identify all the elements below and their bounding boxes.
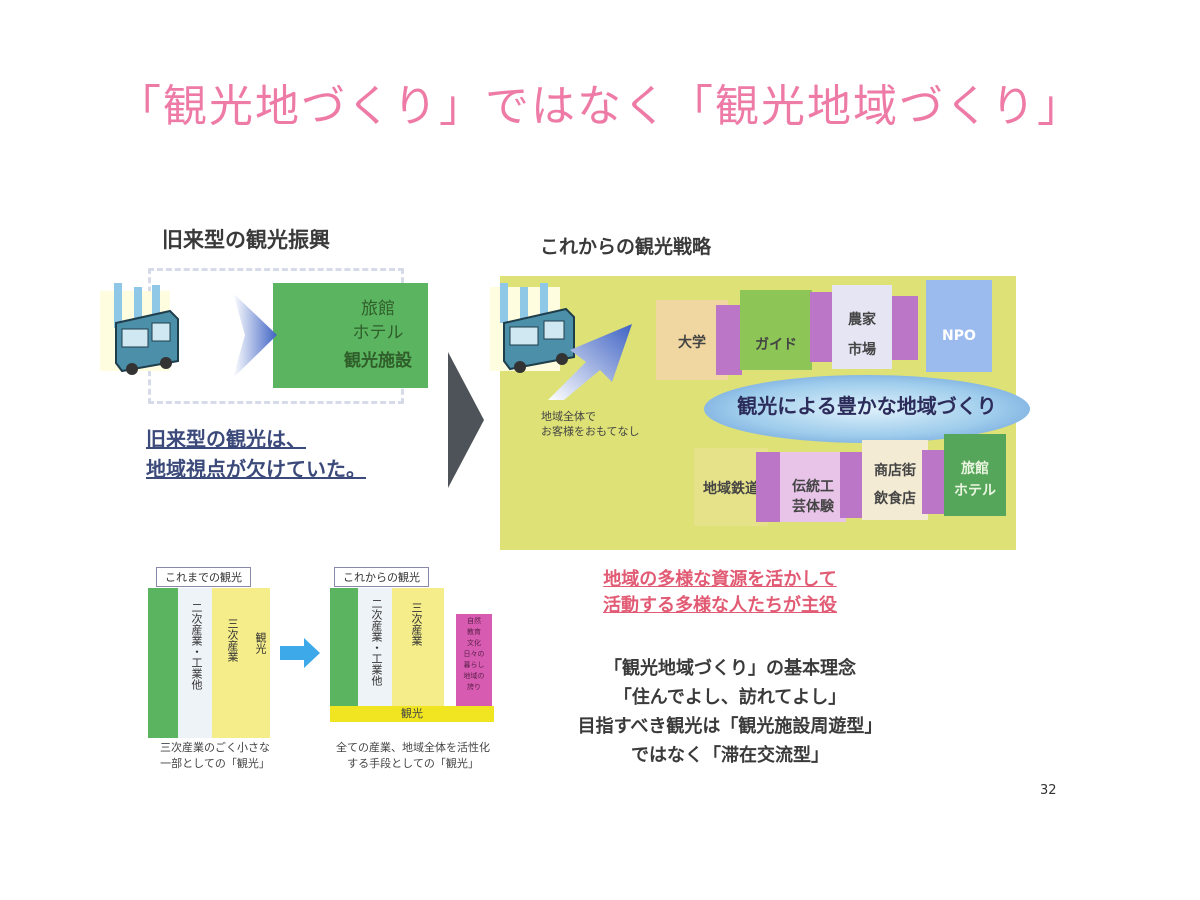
old-style-summary: 旧来型の観光は、 地域視点が欠けていた。 [146,424,366,484]
arrow-icon-right [548,324,632,400]
regional-development-ellipse [704,375,1030,443]
concept-line-3: 目指すべき観光は「観光施設周遊型」 [577,716,883,737]
community-item: 教育 [467,628,481,636]
block-market-label: 市場 [848,342,876,358]
mini-right-tertiary-label: 三次産業 [410,602,423,646]
page-number: 32 [1040,783,1057,798]
note-line-2: お客様をおもてなし [541,425,640,438]
block-railway: 地域鉄道 [694,448,768,526]
mini-right-caption: 全ての産業、地域全体を活性化 する手段としての「観光」 [318,740,508,772]
block-university-label: 大学 [678,335,706,351]
key-message-line-2: 活動する多様な人たちが主役 [603,595,837,616]
mini-tourism-label: 観光 [254,632,267,654]
facility-label-1: 旅館 [361,299,395,319]
community-item: 文化 [467,639,481,647]
block-farm-label: 農家 [848,312,876,328]
mini-tertiary-column: 三次産業 観光 [212,588,270,738]
connector [892,296,918,360]
mini-right-secondary-label: 二次産業・工業他 [370,598,383,686]
page-title: 「観光地づくり」ではなく「観光地域づくり」 [117,81,1083,132]
facility-label-3: 観光施設 [344,351,412,371]
mini-secondary-column: 二次産業・工業他 [178,588,212,738]
block-craft-label-2: 芸体験 [792,499,834,515]
arrow-right-icon [233,293,277,378]
mini-primary-column [148,588,178,738]
facility-box: 旅館 ホテル 観光施設 [273,283,428,388]
community-item: 日々の [463,650,485,658]
concept-line-1: 「観光地域づくり」の基本理念 [604,658,856,679]
mini-right-tertiary-column: 三次産業 [392,588,444,706]
community-item: 自然 [467,617,481,625]
mini-right-secondary-column: 二次産業・工業他 [358,588,392,706]
block-shops: 商店街 飲食店 [862,440,928,520]
connector [810,292,836,362]
arrow-right-small-icon [280,638,320,668]
block-inn: 旅館 ホテル [944,434,1006,516]
block-farm-market: 農家 市場 [832,285,892,369]
mini-secondary-label: 二次産業・工業他 [190,602,203,690]
old-summary-line-1: 旧来型の観光は、 [146,427,306,451]
community-item: 暮らし [463,661,485,669]
block-guide-label: ガイド [755,337,797,353]
block-railway-label: 地域鉄道 [703,481,759,497]
mini-right-caption-line-2: する手段としての「観光」 [347,757,479,770]
mini-right-caption-line-1: 全ての産業、地域全体を活性化 [336,741,490,754]
block-inn-label-1: 旅館 [961,461,989,477]
mini-right-community-column: 自然 教育 文化 日々の 暮らし 地域の 誇り [456,614,492,706]
community-item: 地域の [463,672,485,680]
left-heading: 旧来型の観光振興 [162,228,330,252]
block-shops-label-1: 商店街 [874,463,916,479]
mini-left-caption: 三次産業のごく小さな 一部としての「観光」 [140,740,290,772]
connector [922,450,944,514]
key-message: 地域の多様な資源を活かして 活動する多様な人たちが主役 [540,567,900,619]
basic-concept: 「観光地域づくり」の基本理念 「住んでよし、訪れてよし」 目指すべき観光は「観光… [520,654,940,770]
note-line-1: 地域全体で [541,410,596,423]
regional-development-label: 観光による豊かな地域づくり [737,394,997,418]
connector [840,452,866,518]
concept-line-4: ではなく「滞在交流型」 [631,745,829,766]
transition-chevron-icon [448,352,484,488]
old-summary-line-2: 地域視点が欠けていた。 [146,457,366,481]
concept-line-2: 「住んでよし、訪れてよし」 [613,687,847,708]
connector [756,452,782,522]
block-npo-label: NPO [942,328,976,344]
block-npo: NPO [926,280,992,372]
connector [716,305,742,375]
block-craft: 伝統工 芸体験 [780,452,846,522]
community-item: 誇り [467,683,481,691]
mini-right-primary-column [330,588,358,706]
mini-right-heading: これからの観光 [334,567,429,587]
mini-tourism-base: 観光 [330,706,494,722]
mini-tertiary-label: 三次産業 [226,618,239,662]
bus-icon-right [490,283,575,373]
block-shops-label-2: 飲食店 [874,491,916,507]
block-craft-label-1: 伝統工 [792,479,834,495]
mini-left-caption-line-1: 三次産業のごく小さな [160,741,270,754]
bus-icon [100,283,179,375]
block-inn-label-2: ホテル [954,483,996,499]
block-guide: ガイド [740,290,812,370]
mini-left-caption-line-2: 一部としての「観光」 [160,757,270,770]
mini-left-heading: これまでの観光 [156,567,251,587]
hospitality-note: 地域全体で お客様をおもてなし [541,409,640,439]
key-message-line-1: 地域の多様な資源を活かして [603,569,837,590]
right-heading: これからの観光戦略 [540,236,712,258]
facility-label-2: ホテル [352,323,404,343]
